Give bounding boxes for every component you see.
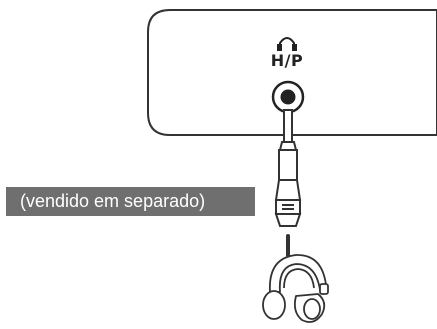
device-panel	[147, 9, 437, 136]
caption-banner: (vendido em separado)	[6, 187, 255, 216]
plug	[274, 109, 302, 227]
headphones-illustration	[262, 254, 329, 323]
port-label: H/P	[270, 51, 304, 70]
headphone-jack	[271, 80, 305, 114]
headphone-icon	[277, 37, 297, 51]
